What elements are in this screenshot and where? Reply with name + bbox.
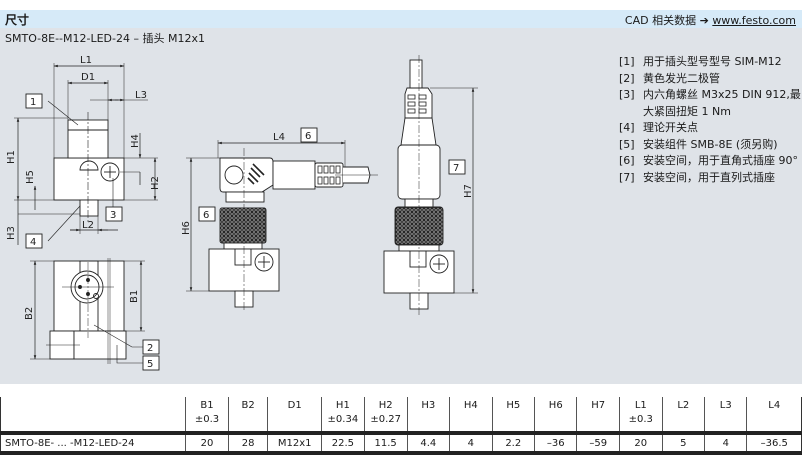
callout-4 [25, 233, 43, 249]
dim-B1-label: B1 [129, 290, 140, 303]
callout-5 [142, 355, 160, 371]
svg-text:6: 6 [305, 131, 311, 142]
callout-2 [142, 339, 160, 355]
svg-text:2: 2 [147, 343, 153, 354]
dim-H7-label: H7 [463, 184, 474, 198]
top-view: B2 B1 2 5 [24, 258, 160, 371]
dim-H3-label: H3 [6, 226, 17, 240]
col-header [0, 397, 186, 433]
col-header-H7: H7 [576, 397, 620, 433]
col-header-L3: L3 [704, 397, 747, 433]
drawing-panel: SMTO-8E--M12-LED-24 – 插头 M12x1 [0, 28, 802, 384]
table-cell: –59 [576, 433, 620, 453]
dim-H2-label: H2 [150, 176, 161, 190]
svg-text:4: 4 [30, 237, 36, 248]
cad-data-label: CAD 相关数据 ➔ [624, 14, 709, 27]
callout-1 [25, 93, 43, 109]
table-cell: –36.5 [746, 433, 802, 453]
dim-L4-label: L4 [273, 132, 285, 143]
callout-6-side [198, 206, 216, 222]
svg-text:7: 7 [453, 163, 459, 174]
table-cell: 4 [449, 433, 493, 453]
table-cell: 28 [227, 433, 268, 453]
col-header-D1: D1 [267, 397, 322, 433]
legend-list: [1]用于插头型号型号 SIM-M12 [2]黄色发光二极管 [3]内六角螺丝 … [619, 54, 804, 186]
dim-L1-label: L1 [80, 55, 92, 66]
section-header: 尺寸 CAD 相关数据 ➔ www.festo.com [0, 10, 802, 28]
dim-H5-label: H5 [25, 170, 36, 184]
dim-B2-label: B2 [24, 307, 35, 320]
col-header-H1: H1±0.34 [320, 397, 365, 433]
right-angle-connector-view: L4 H6 6 6 [181, 127, 378, 312]
dim-L3-label: L3 [135, 90, 147, 101]
svg-text:5: 5 [147, 359, 153, 370]
table-cell: 2.2 [491, 433, 535, 453]
callout-7 [448, 159, 466, 175]
col-header-B1: B1±0.3 [185, 397, 229, 433]
col-header-H5: H5 [491, 397, 535, 433]
dim-L2-label: L2 [82, 220, 94, 231]
product-subtitle: SMTO-8E--M12-LED-24 – 插头 M12x1 [5, 32, 205, 45]
cad-data-note: CAD 相关数据 ➔ www.festo.com [625, 12, 796, 28]
table-row: SMTO-8E- ... -M12-LED-24 20 28 M12x1 22.… [0, 433, 802, 453]
col-header-H4: H4 [449, 397, 493, 433]
callout-3 [105, 206, 123, 222]
legend-item: [1]用于插头型号型号 SIM-M12 [619, 55, 782, 68]
col-header-L4: L4 [746, 397, 802, 433]
table-cell: 20 [185, 433, 229, 453]
callout-6-top [300, 127, 318, 143]
col-header-H2: H2±0.27 [363, 397, 408, 433]
product-code-cell: SMTO-8E- ... -M12-LED-24 [0, 433, 186, 453]
legend-item: [3]内六角螺丝 M3x25 DIN 912,最大紧固扭矩 1 Nm [619, 88, 801, 118]
section-title: 尺寸 [5, 13, 30, 27]
svg-text:6: 6 [203, 210, 209, 221]
dim-H4-label: H4 [130, 134, 141, 148]
table-header-row: B1±0.3 B2 D1 H1±0.34 H2±0.27 H3 H4 H5 H6… [0, 397, 802, 433]
technical-drawing: L1 D1 L3 L2 H1 H5 H3 H4 H2 1 3 4 [6, 55, 478, 371]
dim-H6-label: H6 [181, 221, 192, 235]
col-header-H6: H6 [534, 397, 577, 433]
table-cell: 22.5 [320, 433, 365, 453]
table-cell: –36 [534, 433, 577, 453]
straight-connector-view: H7 7 [383, 55, 478, 316]
col-header-B2: B2 [227, 397, 268, 433]
table-cell: 4.4 [406, 433, 450, 453]
col-header-H3: H3 [406, 397, 450, 433]
legend-item: [5]安装组件 SMB-8E (须另购) [619, 137, 778, 151]
legend-item: [4]理论开关点 [619, 121, 698, 134]
table-cell: 20 [618, 433, 663, 453]
col-header-L1: L1±0.3 [618, 397, 663, 433]
dim-H1-label: H1 [6, 150, 17, 164]
table-cell: 11.5 [363, 433, 408, 453]
legend-item: [7]安装空间，用于直列式插座 [619, 170, 775, 184]
svg-text:1: 1 [30, 97, 36, 108]
legend-item: [2]黄色发光二极管 [619, 71, 720, 85]
dim-D1-label: D1 [81, 72, 95, 83]
table-cell: M12x1 [267, 433, 322, 453]
dimensions-table: B1±0.3 B2 D1 H1±0.34 H2±0.27 H3 H4 H5 H6… [0, 397, 802, 455]
table-cell: 4 [704, 433, 747, 453]
table-cell: 5 [661, 433, 705, 453]
festo-link[interactable]: www.festo.com [712, 14, 796, 27]
col-header-L2: L2 [661, 397, 705, 433]
svg-text:3: 3 [110, 210, 116, 221]
legend-item: [6]安装空间，用于直角式插座 90° [619, 154, 798, 167]
front-view: L1 D1 L3 L2 H1 H5 H3 H4 H2 1 3 4 [6, 55, 161, 249]
